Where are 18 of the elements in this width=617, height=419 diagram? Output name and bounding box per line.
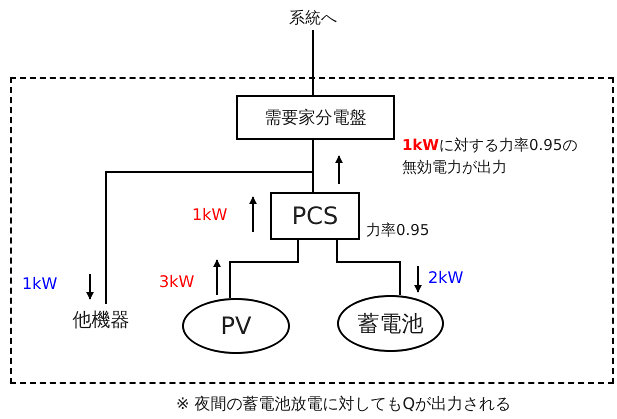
pcs-box: PCS xyxy=(270,192,360,240)
battery-ellipse: 蓄電池 xyxy=(337,295,444,352)
power-label: 2kW xyxy=(428,268,464,288)
beside-text: 力率0.95 xyxy=(366,220,430,240)
note-text: 1kWに対する力率0.95の無効電力が出力 xyxy=(402,135,578,178)
pv-ellipse: PV xyxy=(182,298,290,354)
power-label: 3kW xyxy=(159,272,194,292)
connector-line xyxy=(312,29,314,95)
power-label: 1kW xyxy=(192,205,228,225)
connector-line xyxy=(105,140,314,304)
connector-line xyxy=(336,240,401,295)
power-label: 1kW xyxy=(22,274,58,294)
footnote-text: ※ 夜間の蓄電池放電に対してもQが出力される xyxy=(176,394,512,414)
boundary-box xyxy=(10,77,614,384)
device-label: 他機器 xyxy=(62,302,140,338)
connector-line xyxy=(229,240,299,298)
destination-label: 系統へ xyxy=(283,6,343,30)
panel-box: 需要家分電盤 xyxy=(236,95,395,140)
